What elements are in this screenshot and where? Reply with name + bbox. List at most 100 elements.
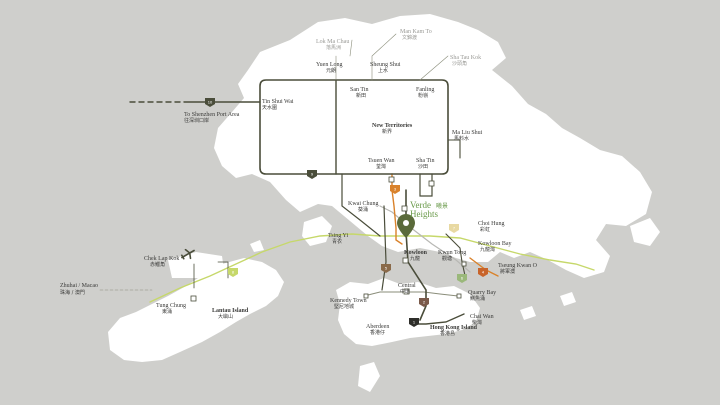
label-tung-chung: Tung Chung xyxy=(156,303,186,309)
ma-liu-shui-road xyxy=(447,139,461,159)
label-chai-wan: Chai Wan xyxy=(470,314,494,320)
label-yuen-long: Yuen Long xyxy=(316,62,343,68)
junction-marker-central xyxy=(403,288,410,295)
label-new-territories-cn: 新界 xyxy=(382,128,392,135)
label-choi-hung-cn: 彩虹 xyxy=(480,226,490,233)
route-badge-2-label: 2 xyxy=(423,300,426,305)
label-yuen-long-cn: 元朗 xyxy=(326,67,336,74)
label-chek-lap-kok: Chek Lap Kok xyxy=(144,256,179,262)
junction-marker-tsuen-wan xyxy=(388,176,395,183)
junction-marker-sha-tin xyxy=(428,180,435,187)
junction-marker-tung-chung xyxy=(190,295,197,302)
hong-kong-island-land xyxy=(336,278,480,346)
island-small-3 xyxy=(250,240,264,252)
route-badge-6: 6 xyxy=(457,274,467,283)
island-east xyxy=(630,218,660,246)
route-badge-3-label: 3 xyxy=(394,187,397,192)
label-tseung-kwan-o-cn: 將軍澳 xyxy=(500,268,515,275)
label-tsuen-wan: Tsuen Wan xyxy=(368,158,394,164)
label-tung-chung-cn: 東涌 xyxy=(162,308,172,315)
route-5-road xyxy=(381,205,387,291)
junction-markers xyxy=(190,176,467,302)
route-badge-3: 3 xyxy=(390,185,400,194)
junction-marker-kennedy xyxy=(363,293,369,299)
route-badge-10-label: 10 xyxy=(208,100,213,105)
label-aberdeen: Aberdeen xyxy=(366,324,389,330)
route-badge-9: 9 xyxy=(307,170,317,179)
label-sha-tau-kok-cn: 沙頭角 xyxy=(452,60,467,67)
label-zhuhai-macao: Zhuhai / Macao xyxy=(60,283,98,289)
mtr-grey-line xyxy=(379,205,471,273)
route-badge-5: 5 xyxy=(381,264,391,273)
junction-marker-kwun-tong xyxy=(461,261,467,267)
route-badges: 10 9 8 7 6 5 4 3 xyxy=(205,98,488,327)
hk-island-road xyxy=(413,313,465,325)
route-badge-4-label: 4 xyxy=(482,270,485,275)
label-choi-hung: Choi Hung xyxy=(478,221,505,227)
west-kowloon-road xyxy=(341,173,381,237)
label-tsuen-wan-cn: 荃灣 xyxy=(376,163,386,170)
label-new-territories: New Territories xyxy=(372,123,413,129)
route-badge-9-label: 9 xyxy=(311,172,314,177)
route-badge-10: 10 xyxy=(205,98,215,107)
label-tin-shui-wai-cn: 天水圍 xyxy=(262,104,277,111)
label-lantau-island: Lantau Island xyxy=(212,308,249,314)
label-lok-ma-chau: Lok Ma Chau xyxy=(316,39,349,45)
label-lantau-island-cn: 大嶼山 xyxy=(218,313,233,320)
label-tseung-kwan-o: Tseung Kwan O xyxy=(498,263,538,269)
location-pin-icon xyxy=(397,214,415,238)
label-aberdeen-cn: 香港仔 xyxy=(370,329,385,336)
label-hong-kong-island-cn: 香港島 xyxy=(440,330,455,337)
label-ma-liu-shui: Ma Liu Shui xyxy=(452,130,483,136)
label-kowloon-bay: Kowloon Bay xyxy=(478,241,512,247)
label-kwai-chung-cn: 葵涌 xyxy=(358,206,368,213)
label-central: Central xyxy=(398,283,416,289)
label-sha-tin-cn: 沙田 xyxy=(418,164,428,170)
airport-land xyxy=(168,252,224,278)
label-man-kam-to-cn: 文錦渡 xyxy=(402,34,417,41)
label-kowloon-cn: 九龍 xyxy=(410,255,420,262)
east-kowloon-road xyxy=(445,233,467,281)
label-sheung-shui-cn: 上水 xyxy=(378,67,388,74)
label-tin-shui-wai: Tin Shui Wai xyxy=(262,99,294,105)
label-tsing-yi-cn: 青衣 xyxy=(332,238,342,245)
label-shenzhen-port: To Shenzhen Port Area xyxy=(184,112,240,118)
lantau-island-land xyxy=(108,258,284,362)
tsing-yi-land xyxy=(302,216,332,246)
label-san-tin: San Tin xyxy=(350,87,369,93)
route-badge-8-label: 8 xyxy=(232,270,235,275)
label-sha-tin: Sha Tin xyxy=(416,158,435,164)
label-chai-wan-cn: 柴灣 xyxy=(472,319,482,326)
brand-logo: Verde Heights 曦景 xyxy=(410,200,448,219)
label-fanling: Fanling xyxy=(416,87,434,93)
nt-ring-road xyxy=(259,79,449,175)
island-small-1 xyxy=(520,306,536,320)
label-sheung-shui: Sheung Shui xyxy=(370,62,401,68)
label-sha-tau-kok: Sha Tau Kok xyxy=(450,55,481,61)
junction-marker-kowloon xyxy=(402,257,409,264)
route-badge-4: 4 xyxy=(478,268,488,277)
route-badge-7-label: 7 xyxy=(453,226,456,231)
airplane-icon xyxy=(181,248,195,260)
route-badge-6-label: 6 xyxy=(461,276,464,281)
label-kwai-chung: Kwai Chung xyxy=(348,201,379,207)
junction-marker-kwai-chung xyxy=(401,205,408,212)
route-badge-5-label: 5 xyxy=(385,266,388,271)
label-zhuhai-macao-cn: 珠海 / 澳門 xyxy=(60,289,85,296)
place-labels: Lok Ma Chau 落馬洲 Man Kam To 文錦渡 Sha Tau K… xyxy=(60,29,538,337)
brand-name-line1: Verde xyxy=(410,200,431,210)
label-kennedy-town-cn: 堅尼地城 xyxy=(334,303,354,310)
label-man-kam-to: Man Kam To xyxy=(400,29,432,35)
new-territories-land xyxy=(214,14,652,278)
label-quarry-bay: Quarry Bay xyxy=(468,290,496,296)
island-route-line xyxy=(363,291,459,297)
junction-marker-quarry xyxy=(456,293,462,299)
label-chek-lap-kok-cn: 赤鱲角 xyxy=(150,261,165,268)
lamma-island-land xyxy=(358,362,380,392)
route-badge-1: 1 xyxy=(409,318,419,327)
route-badge-7: 7 xyxy=(449,224,459,233)
label-lok-ma-chau-cn: 落馬洲 xyxy=(326,44,341,51)
label-ma-liu-shui-cn: 馬料水 xyxy=(454,135,469,142)
label-hong-kong-island: Hong Kong Island xyxy=(430,325,478,331)
